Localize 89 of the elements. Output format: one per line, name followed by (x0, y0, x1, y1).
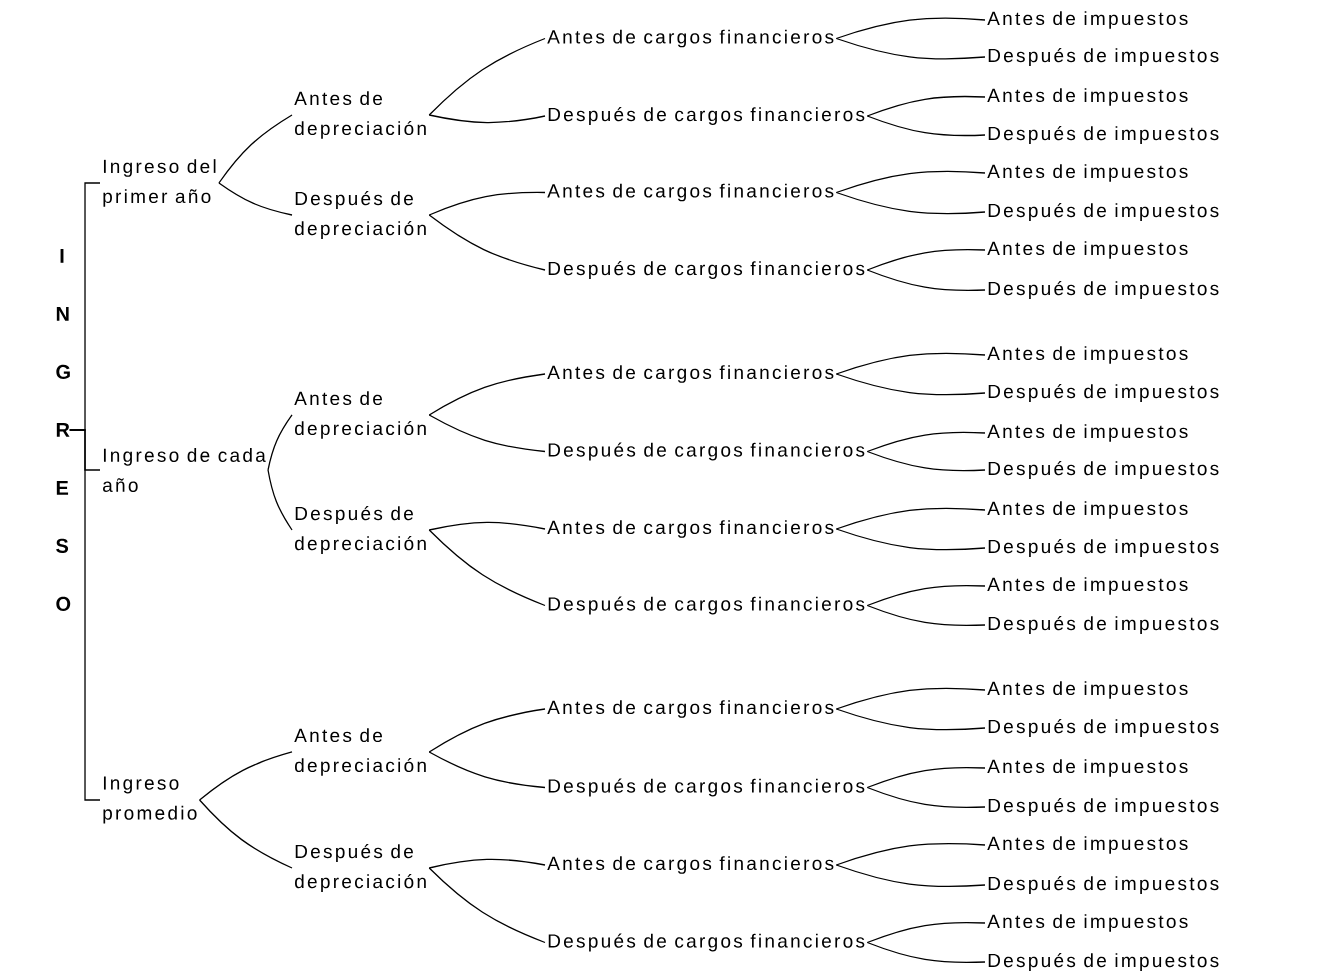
leaf-label: Antes de impuestos (987, 759, 1188, 777)
leaf-label: Después de impuestos (988, 48, 1219, 66)
branch-label: Antes de cargos financieros (547, 29, 834, 48)
branch-label: Antes de cargos financieros (547, 365, 834, 383)
branch-line (835, 352, 986, 375)
leaf-label: Después de impuestos (988, 384, 1219, 402)
leaf-label: Antes de impuestos (987, 681, 1188, 699)
branch-line (835, 528, 986, 551)
leaf-label: Después de impuestos (988, 539, 1219, 557)
branch-line (835, 687, 986, 710)
branch-line (835, 373, 986, 396)
branch-line (428, 751, 546, 789)
branch-label: Después de depreciación (295, 844, 426, 892)
leaf-label: Después de impuestos (988, 203, 1219, 221)
leaf-label: Después de impuestos (988, 616, 1219, 634)
branch-label: Después de cargos financieros (548, 107, 865, 125)
bracket-line (69, 429, 101, 801)
branch-line (835, 507, 986, 530)
branch-line (428, 708, 546, 753)
leaf-label: Después de impuestos (988, 876, 1219, 894)
leaf-label: Antes de impuestos (987, 88, 1188, 106)
branch-line (428, 858, 546, 869)
branch-label: Antes de cargos financieros (547, 700, 834, 718)
branch-line (428, 867, 546, 944)
branch-line (866, 766, 986, 789)
leaf-label: Antes de impuestos (987, 577, 1188, 595)
leaf-label: Después de impuestos (988, 126, 1219, 144)
branch-label: Después de cargos financieros (548, 442, 865, 461)
branch-line (835, 191, 986, 215)
branch-line (198, 751, 293, 801)
branch-line (428, 114, 546, 124)
branch-line (835, 37, 986, 60)
branch-line (866, 604, 986, 627)
branch-label: Antes de cargos financieros (547, 183, 834, 202)
branch-line (428, 521, 546, 531)
leaf-label: Antes de impuestos (987, 346, 1188, 364)
branch-line (218, 182, 293, 216)
leaf-label: Después de impuestos (988, 281, 1219, 299)
branch-line (428, 373, 546, 416)
branch-line (866, 921, 986, 944)
branch-line (198, 799, 293, 869)
branch-label: Después de cargos financieros (548, 778, 865, 797)
branch-line (835, 170, 986, 194)
branch-line (428, 37, 546, 116)
branch-line (428, 191, 546, 216)
branch-label: Antes de cargos financieros (547, 856, 834, 874)
branch-line (866, 248, 986, 271)
branch-line (866, 584, 986, 607)
leaf-label: Después de impuestos (988, 719, 1219, 737)
branch-line (866, 941, 986, 964)
leaf-label: Antes de impuestos (987, 241, 1188, 259)
branch-label: Después de cargos financieros (548, 933, 865, 952)
leaf-label: Después de impuestos (988, 953, 1219, 971)
branch-line (835, 864, 986, 888)
branch-label: Después de cargos financieros (548, 596, 865, 615)
branch-label: Después de cargos financieros (548, 261, 865, 279)
branch-line (866, 95, 986, 117)
branch-line (267, 469, 293, 531)
branch-label: Ingreso de cada año (103, 448, 266, 492)
branch-line (866, 431, 986, 453)
branch-line (866, 115, 986, 137)
branch-label: Ingreso del primer año (103, 159, 216, 207)
branch-label: Antes de depreciación (294, 91, 426, 139)
branch-line (866, 786, 986, 809)
leaf-label: Después de impuestos (988, 798, 1219, 816)
leaf-label: Antes de impuestos (987, 836, 1188, 854)
leaf-label: Antes de impuestos (987, 914, 1188, 932)
branch-label: Antes de depreciación (294, 728, 426, 776)
branch-line (428, 529, 546, 607)
branch-label: Ingreso promedio (103, 776, 197, 824)
branch-line (267, 414, 293, 471)
branch-line (866, 269, 986, 292)
branch-label: Después de depreciación (295, 506, 426, 554)
branch-line (835, 708, 986, 731)
branch-line (835, 842, 986, 866)
leaf-label: Después de impuestos (988, 461, 1219, 479)
branch-label: Después de depreciación (295, 191, 426, 239)
vertical-heading: INGRESO (56, 249, 71, 611)
branch-line (866, 450, 986, 472)
leaf-label: Antes de impuestos (987, 11, 1188, 29)
branch-line (218, 114, 293, 184)
leaf-label: Antes de impuestos (987, 164, 1188, 182)
branch-line (428, 214, 546, 271)
leaf-label: Antes de impuestos (987, 501, 1188, 519)
branch-label: Antes de depreciación (294, 391, 426, 439)
branch-line (835, 17, 986, 40)
leaf-label: Antes de impuestos (987, 424, 1188, 442)
branch-line (428, 414, 546, 453)
branch-label: Antes de cargos financieros (547, 520, 834, 538)
